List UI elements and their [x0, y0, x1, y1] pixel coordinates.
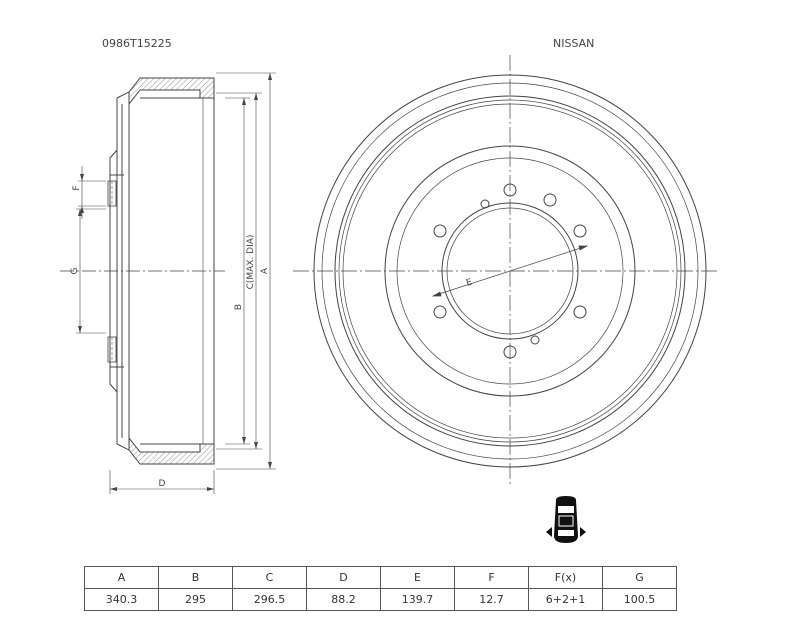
value-d: 88.2 [306, 588, 381, 611]
value-e: 139.7 [380, 588, 455, 611]
dimension-arrows [78, 73, 272, 491]
drum-front-view [293, 55, 720, 485]
dim-label-f: F [72, 185, 82, 190]
col-header-f: F [454, 566, 529, 589]
spec-table: A B C D E F F(x) G 340.3 295 296.5 88.2 … [84, 566, 677, 611]
value-g: 100.5 [602, 588, 677, 611]
value-a: 340.3 [84, 588, 159, 611]
part-number: 0986T15225 [102, 37, 172, 50]
col-header-b: B [158, 566, 233, 589]
dim-label-b: B [234, 304, 244, 310]
value-b: 295 [158, 588, 233, 611]
col-header-e: E [380, 566, 455, 589]
dim-label-g: G [70, 267, 80, 274]
value-c: 296.5 [232, 588, 307, 611]
dim-label-d: D [159, 479, 166, 489]
col-header-g: G [602, 566, 677, 589]
diameter-e-line [431, 245, 589, 297]
brand-name: NISSAN [553, 37, 594, 50]
dim-label-c: C(MAX. DIA) [246, 235, 256, 290]
table-row: 340.3 295 296.5 88.2 139.7 12.7 6+2+1 10… [84, 588, 677, 611]
drum-side-section [60, 77, 225, 465]
col-header-a: A [84, 566, 159, 589]
value-f: 12.7 [454, 588, 529, 611]
col-header-c: C [232, 566, 307, 589]
dim-label-a: A [260, 267, 270, 274]
col-header-d: D [306, 566, 381, 589]
value-fx: 6+2+1 [528, 588, 603, 611]
rear-axle-car-icon [546, 496, 586, 543]
side-dimensions [76, 72, 276, 494]
dim-label-e: E [465, 277, 474, 288]
table-header-row: A B C D E F F(x) G [84, 566, 677, 589]
col-header-fx: F(x) [528, 566, 603, 589]
